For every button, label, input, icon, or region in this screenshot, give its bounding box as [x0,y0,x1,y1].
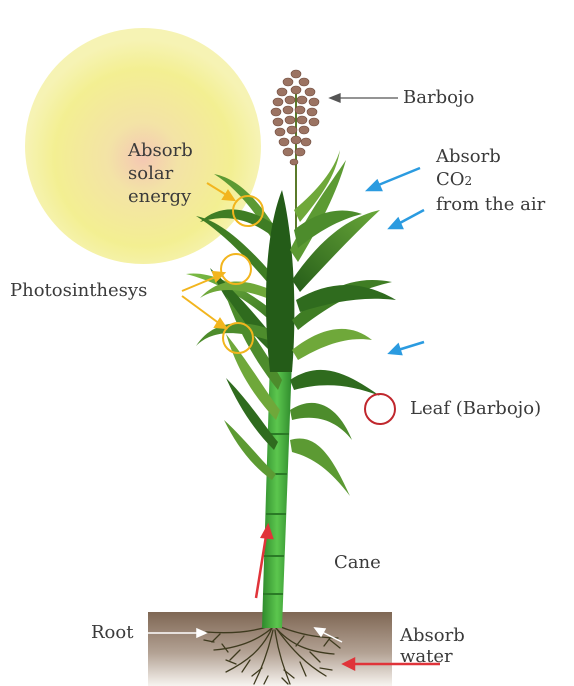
leaf-marker [365,394,395,424]
absorb-co2-line-1: Absorb [436,145,545,168]
co2-arrows [368,168,424,354]
co2-text: CO [436,169,465,190]
absorb-co2-line-2: CO2 [436,168,545,193]
photosynthesis-label: Photosinthesys [10,282,147,300]
absorb-co2-line-3: from the air [436,193,545,216]
cane-label: Cane [334,554,381,572]
absorb-solar-line-2: solar [128,162,193,185]
absorb-solar-line-1: Absorb [128,139,193,162]
root-label: Root [91,624,133,642]
absorb-water-label: Absorb water [400,625,465,667]
absorb-solar-energy-label: Absorb solar energy [128,139,193,208]
co2-subscript: 2 [465,174,473,188]
absorb-water-line-1: Absorb [400,625,465,646]
absorb-solar-line-3: energy [128,185,193,208]
barbojo-tassel-label: Barbojo [403,89,474,107]
leaf-label: Leaf (Barbojo) [410,400,541,418]
photo-marker-1 [221,254,251,284]
absorb-water-line-2: water [400,646,465,667]
absorb-co2-label: Absorb CO2 from the air [436,145,545,216]
barbojo-pointer-arrow [330,94,398,102]
